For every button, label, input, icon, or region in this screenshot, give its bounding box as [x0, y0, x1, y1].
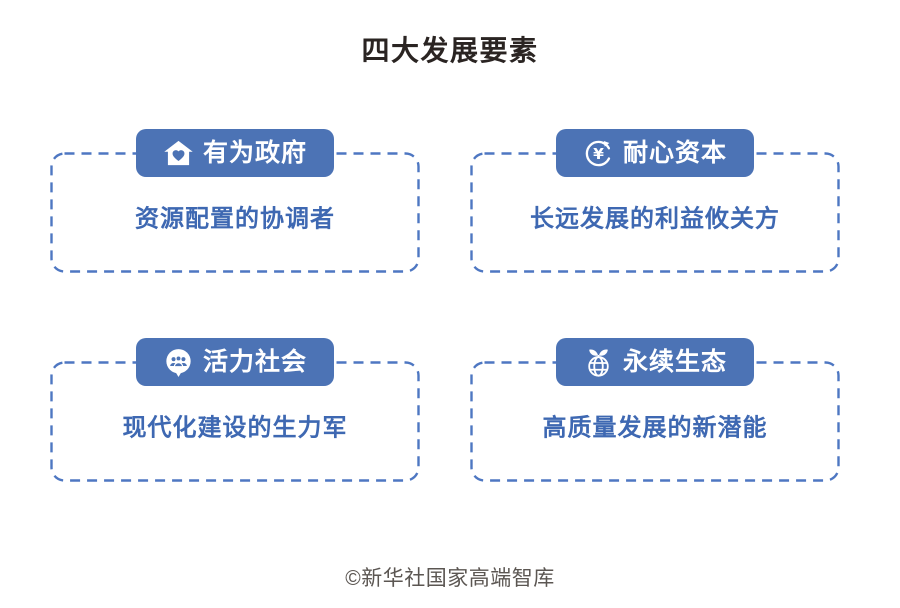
- svg-text:¥: ¥: [593, 144, 604, 162]
- page-title: 四大发展要素: [361, 35, 539, 66]
- card-label: 永续生态: [622, 347, 727, 376]
- card-description: 现代化建设的生力军: [122, 414, 348, 442]
- house-heart-icon: [163, 138, 194, 169]
- yen-cycle-icon: ¥: [583, 138, 614, 169]
- globe-sprout-icon: [583, 347, 614, 378]
- card-description: 长远发展的利益攸关方: [530, 205, 780, 233]
- card-society: 活力社会 现代化建设的生力军: [50, 338, 420, 482]
- people-bubble-icon: [163, 347, 194, 378]
- card-ecology: 永续生态 高质量发展的新潜能: [470, 338, 840, 482]
- card-label: 有为政府: [202, 138, 307, 167]
- card-description: 高质量发展的新潜能: [542, 414, 768, 442]
- card-label: 耐心资本: [622, 138, 727, 167]
- card-header-ecology: 永续生态: [556, 338, 754, 386]
- card-description: 资源配置的协调者: [135, 205, 335, 233]
- card-government: 有为政府 资源配置的协调者: [50, 129, 420, 273]
- card-capital: ¥ 耐心资本 长远发展的利益攸关方: [470, 129, 840, 273]
- card-header-capital: ¥ 耐心资本: [556, 129, 754, 177]
- card-header-government: 有为政府: [136, 129, 334, 177]
- card-header-society: 活力社会: [136, 338, 334, 386]
- footer-credit: ©新华社国家高端智库: [345, 567, 555, 590]
- card-label: 活力社会: [202, 347, 307, 376]
